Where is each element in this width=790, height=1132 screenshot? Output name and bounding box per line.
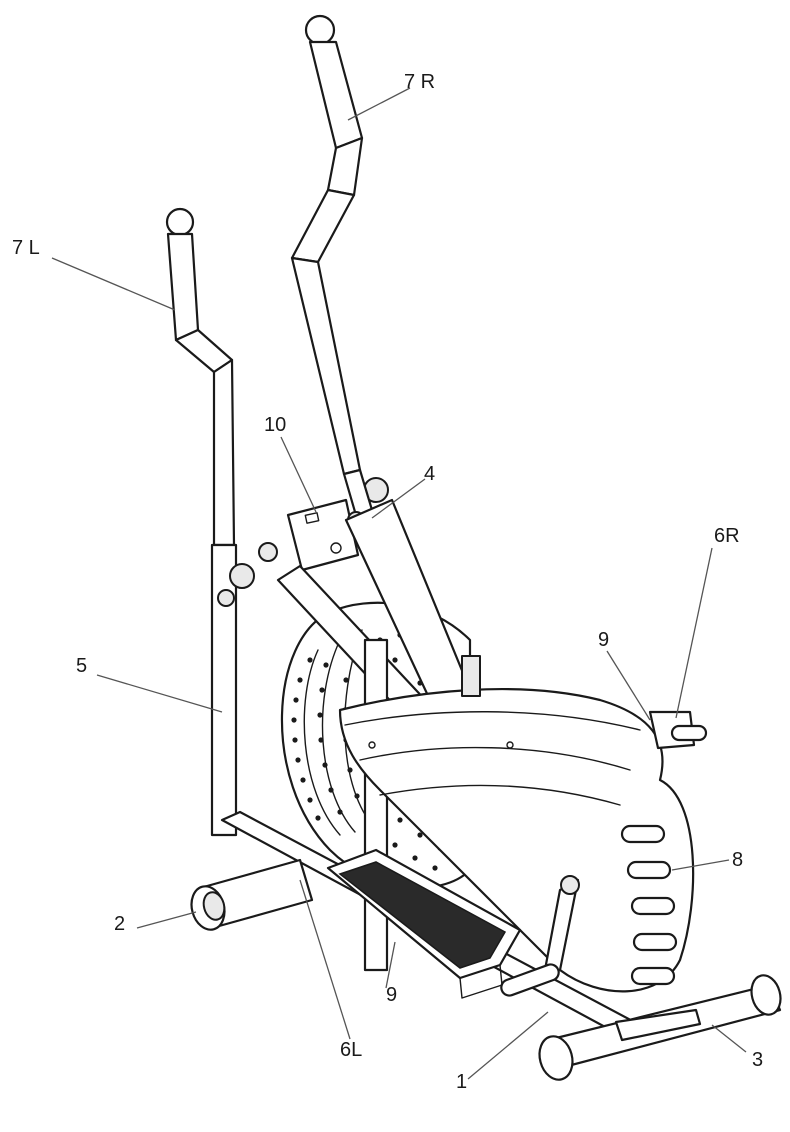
pedal-left (326, 848, 522, 999)
label-part-3: 3 (752, 1049, 764, 1071)
label-part-6r: 6R (714, 525, 740, 547)
label-part-9-upper: 9 (598, 629, 610, 651)
handlebar-left (165, 207, 255, 837)
label-part-10: 10 (264, 414, 287, 436)
label-part-8: 8 (732, 849, 744, 871)
label-part-9-lower: 9 (386, 984, 398, 1006)
label-part-7l: 7 L (12, 237, 40, 259)
label-part-2: 2 (114, 913, 126, 935)
main-shroud (338, 655, 708, 993)
handlebar-right (290, 14, 389, 538)
label-part-6l: 6L (340, 1039, 363, 1061)
label-part-7r: 7 R (404, 71, 436, 93)
console (258, 498, 365, 572)
label-part-5: 5 (76, 655, 88, 677)
front-stabilizer (190, 858, 314, 931)
label-part-1: 1 (456, 1071, 468, 1093)
shroud-ribs (620, 824, 678, 986)
leader-lines (51, 87, 747, 1080)
crank-arm (500, 875, 580, 997)
label-part-4: 4 (424, 463, 436, 485)
